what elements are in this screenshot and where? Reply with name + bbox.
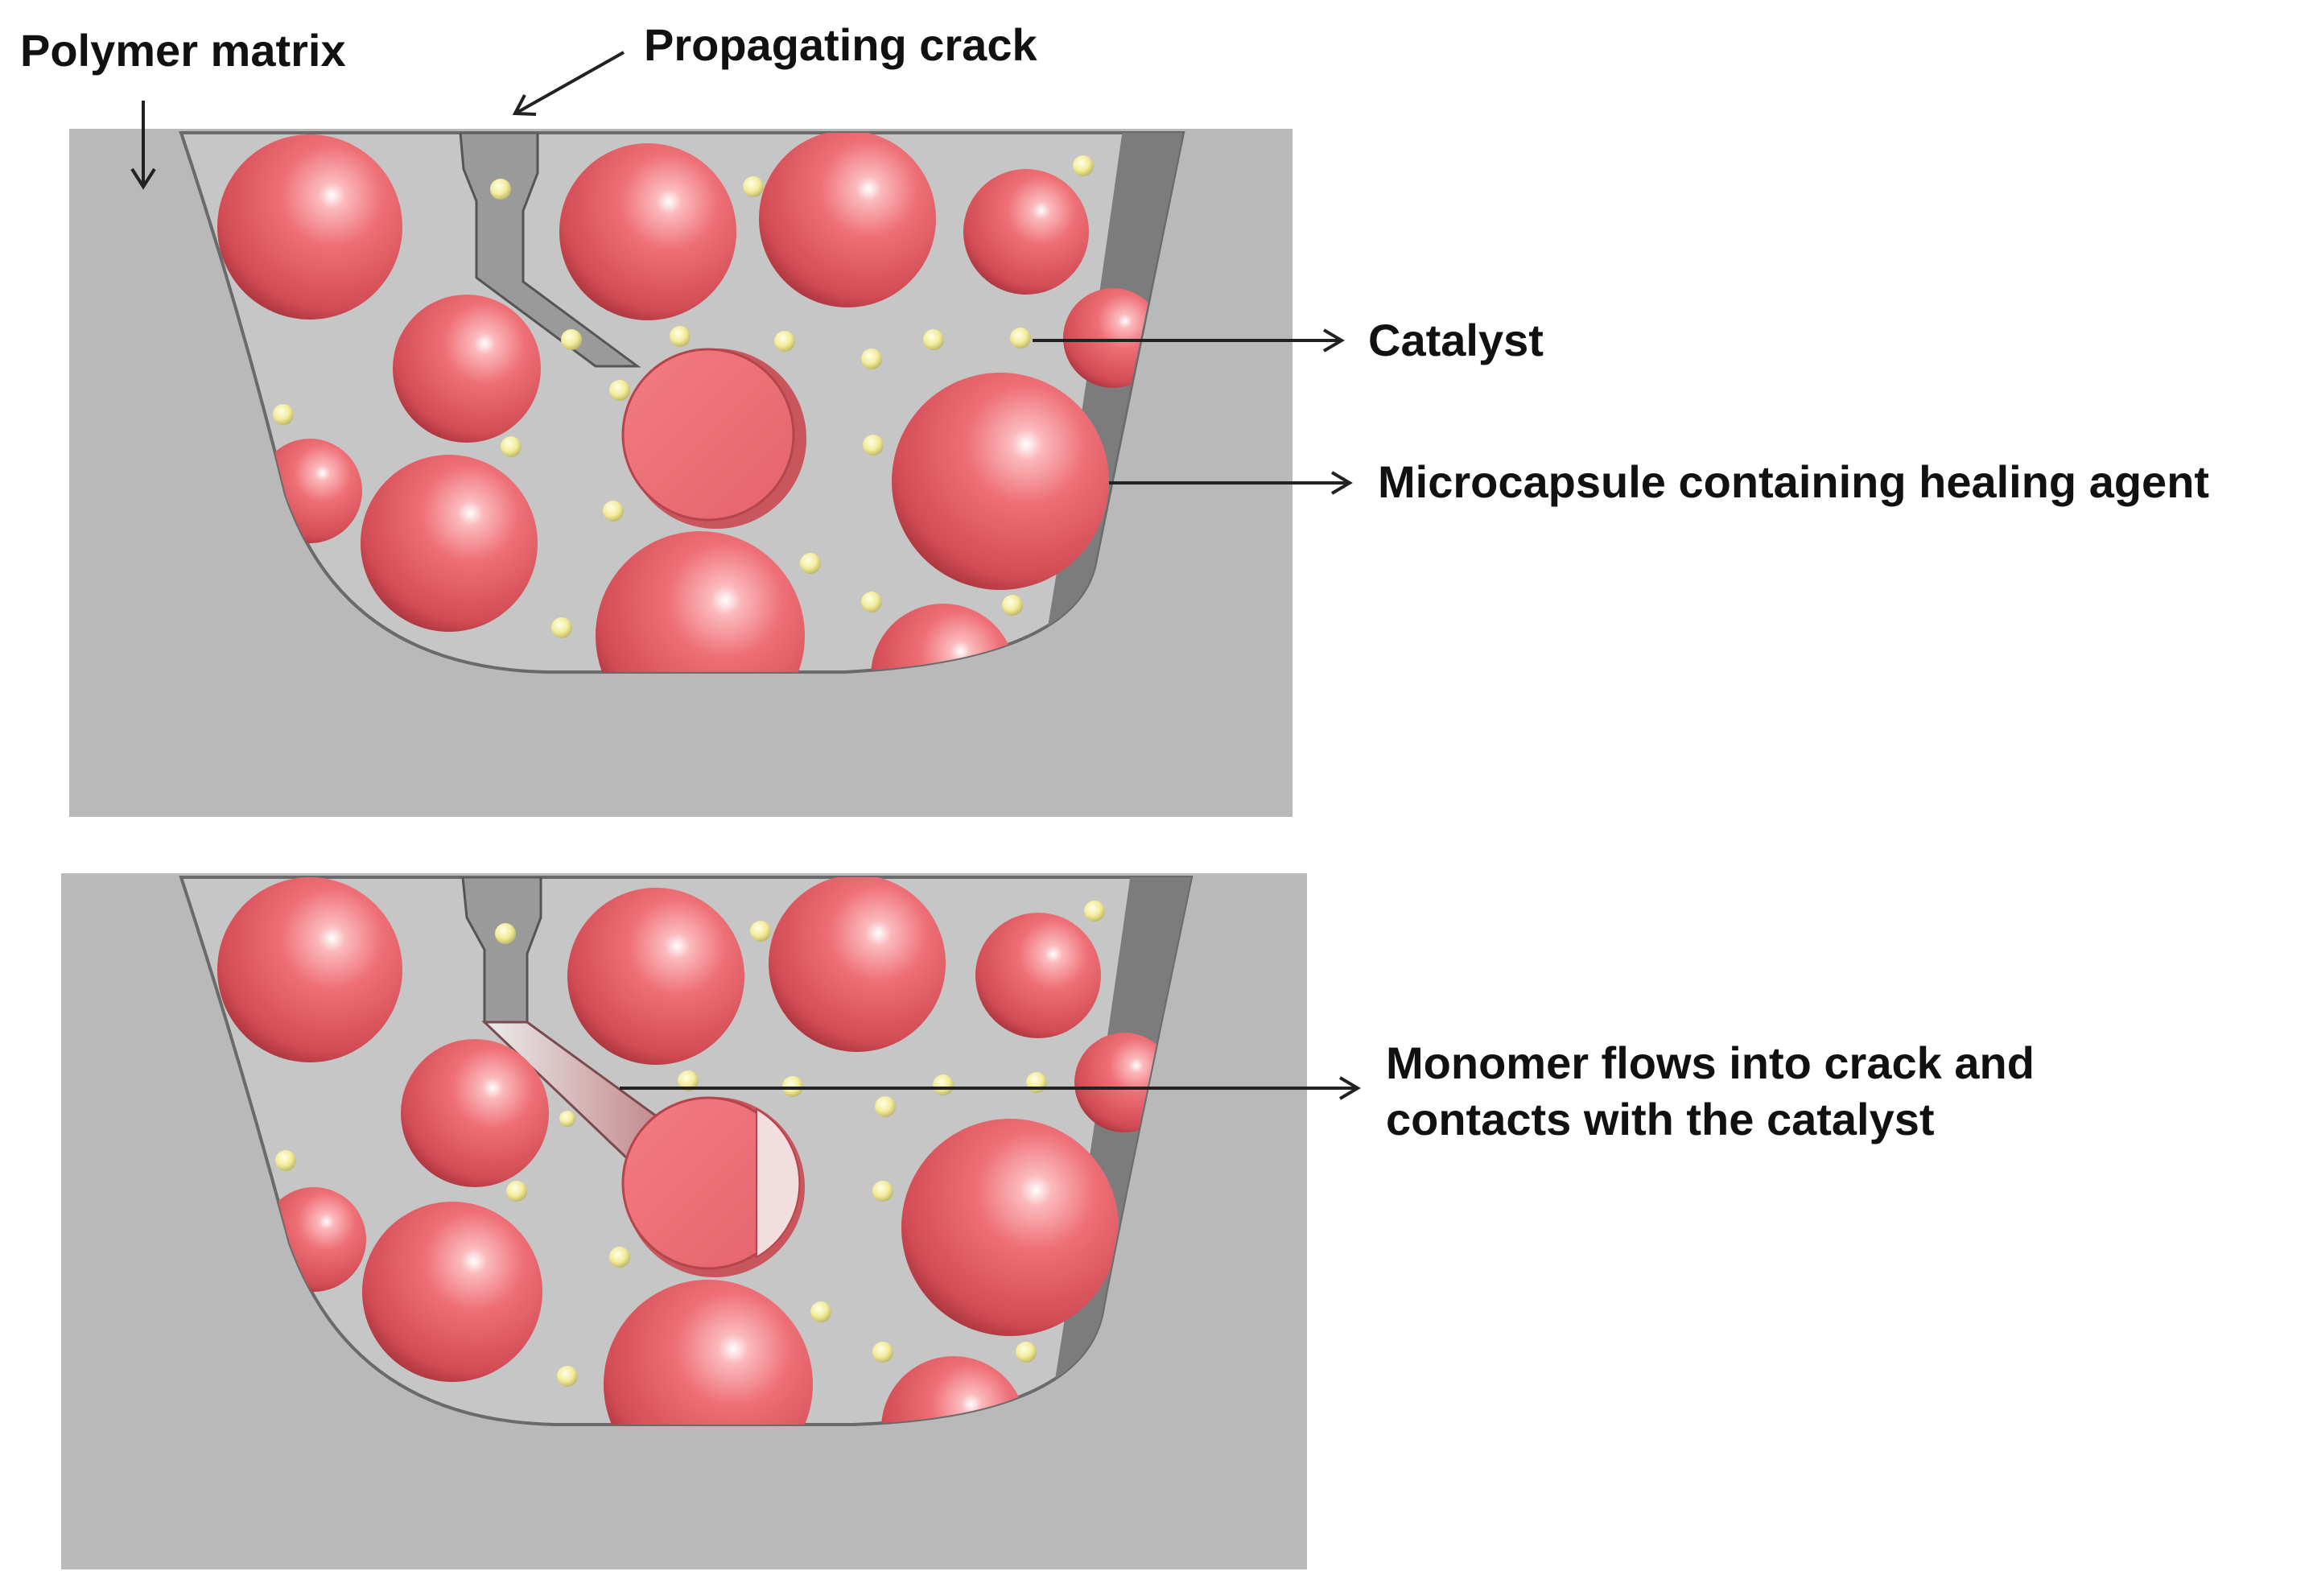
ruptured-microcapsule <box>621 1096 805 1277</box>
label-monomer-line2: contacts with the catalyst <box>1386 1094 1935 1144</box>
polymer-matrix-arrow <box>130 101 156 190</box>
label-microcapsule: Microcapsule containing healing agent <box>1378 456 2209 507</box>
microcapsule <box>963 169 1089 295</box>
cut-microcapsule <box>621 348 806 529</box>
annotation-arrows <box>130 51 1361 1100</box>
monomer-arrow <box>620 1076 1361 1100</box>
microcapsule <box>217 134 402 320</box>
microcapsule <box>604 1280 813 1425</box>
bottom-panel <box>61 873 1307 1569</box>
microcapsule <box>901 1119 1119 1336</box>
microcapsule <box>393 295 541 443</box>
microcapsule <box>361 455 538 632</box>
microcapsule <box>559 143 736 320</box>
label-catalyst: Catalyst <box>1368 315 1544 365</box>
microcapsule <box>567 888 744 1065</box>
microcapsule <box>596 531 805 672</box>
microcapsule <box>759 133 936 307</box>
catalyst-particles <box>273 155 1094 638</box>
label-propagating-crack: Propagating crack <box>644 19 1037 70</box>
propagating-crack-arrow <box>512 51 625 116</box>
microcapsule <box>975 913 1101 1038</box>
catalyst-particles <box>275 901 1105 1387</box>
microcapsule <box>871 604 1016 672</box>
microcapsule <box>769 877 946 1052</box>
microcapsule <box>892 373 1109 590</box>
label-monomer-line1: Monomer flows into crack and <box>1386 1037 2035 1088</box>
microcapsule <box>881 1356 1026 1425</box>
microcapsule-arrow <box>1109 471 1353 495</box>
microcapsule <box>362 1202 542 1382</box>
label-polymer-matrix: Polymer matrix <box>20 25 346 76</box>
microcapsule <box>401 1039 549 1187</box>
catalyst-arrow <box>1033 328 1345 353</box>
top-panel <box>69 129 1293 817</box>
microcapsule <box>217 877 402 1062</box>
